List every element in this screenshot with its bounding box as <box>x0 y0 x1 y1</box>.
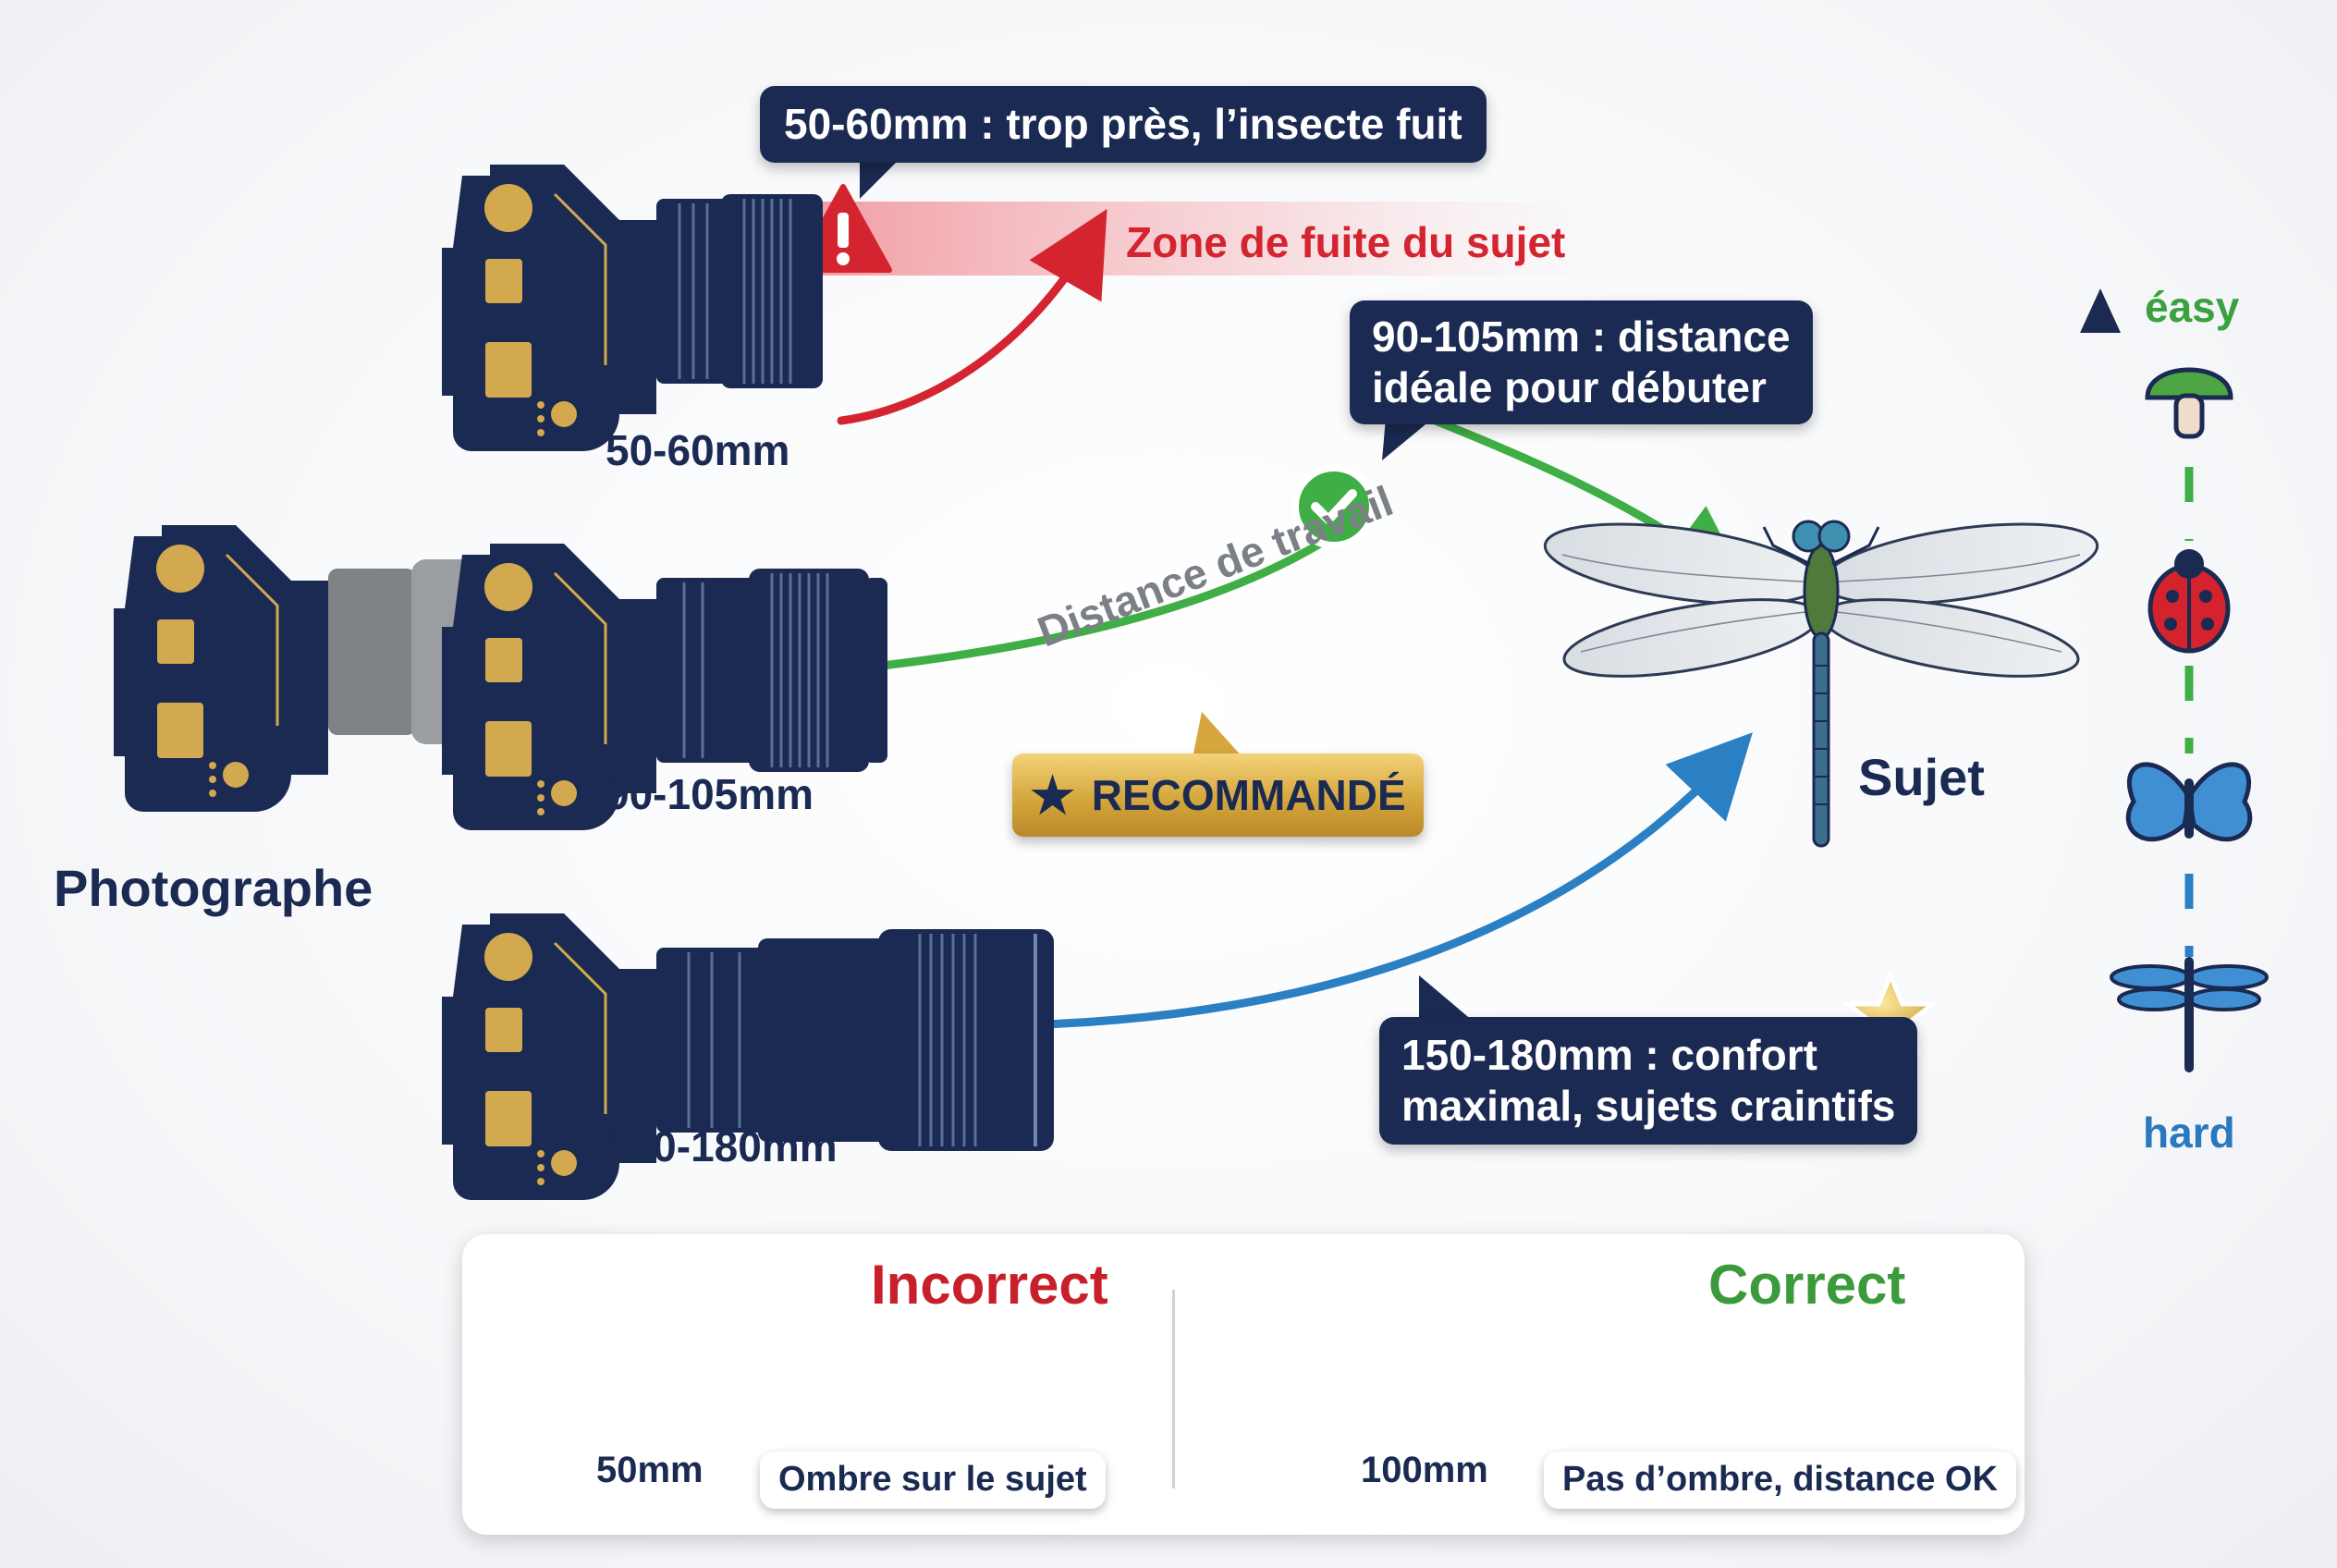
incorrect-note: Ombre sur le sujet <box>760 1452 1106 1509</box>
subject-label: Sujet <box>1858 748 1985 806</box>
correct-note-text: Pas d’ombre, distance OK <box>1562 1460 1998 1499</box>
difficulty-easy-label: éasy <box>2145 283 2240 331</box>
callout-50-60mm-text: 50-60mm : trop près, l’insecte fuit <box>784 100 1462 148</box>
mushroom-icon <box>2145 367 2233 439</box>
flee-zone-label: Zone de fuite du sujet <box>1126 218 1566 266</box>
camera-50-60mm-icon <box>440 163 823 453</box>
correct-title: Correct <box>1708 1254 1906 1316</box>
incorrect-note-text: Ombre sur le sujet <box>778 1460 1087 1499</box>
comparison-divider <box>1172 1290 1175 1488</box>
camera-90-105mm-label: 90-105mm <box>606 770 814 818</box>
flee-zone-band <box>758 202 1609 276</box>
camera-150-180mm-icon <box>440 912 1054 1202</box>
recommended-badge: ★ RECOMMANDÉ <box>1012 753 1424 837</box>
arrow-far <box>1040 732 1753 1029</box>
callout-50-60mm: 50-60mm : trop près, l’insecte fuit <box>760 86 1487 164</box>
dragonfly-icon <box>2110 957 2269 1072</box>
callout-90-105mm-line1: 90-105mm : distance <box>1372 312 1791 361</box>
correct-lens-label: 100mm <box>1361 1450 1488 1490</box>
ladybug-icon <box>2147 549 2231 654</box>
dragonfly-subject-icon <box>1543 520 2099 848</box>
incorrect-lens-label: 50mm <box>596 1450 704 1490</box>
camera-50-60mm-label: 50-60mm <box>606 426 790 474</box>
callout-90-105mm-line2: idéale pour débuter <box>1372 363 1767 412</box>
camera-90-105mm-icon <box>440 542 887 832</box>
photographer-label: Photographe <box>54 859 373 917</box>
callout-150-180mm-line2: maximal, sujets craintifs <box>1401 1082 1896 1131</box>
camera-150-180mm-label: 150-180mm <box>606 1122 838 1170</box>
recommended-label: RECOMMANDÉ <box>1091 771 1406 819</box>
arrow-too-close <box>837 209 1107 425</box>
callout-90-105mm: 90-105mm : distance idéale pour débuter <box>1350 300 1813 425</box>
callout-150-180mm-line1: 150-180mm : confort <box>1401 1031 1817 1079</box>
incorrect-title: Incorrect <box>871 1254 1108 1316</box>
butterfly-icon <box>2125 762 2253 842</box>
check-circle-icon <box>1291 464 1377 549</box>
difficulty-hard-label: hard <box>2143 1109 2235 1157</box>
callout-150-180mm: 150-180mm : confort maximal, sujets crai… <box>1379 1017 1918 1145</box>
arrow-working-distance <box>837 513 1364 675</box>
correct-note: Pas d’ombre, distance OK <box>1544 1452 2016 1509</box>
star-icon: ★ <box>1030 767 1075 824</box>
